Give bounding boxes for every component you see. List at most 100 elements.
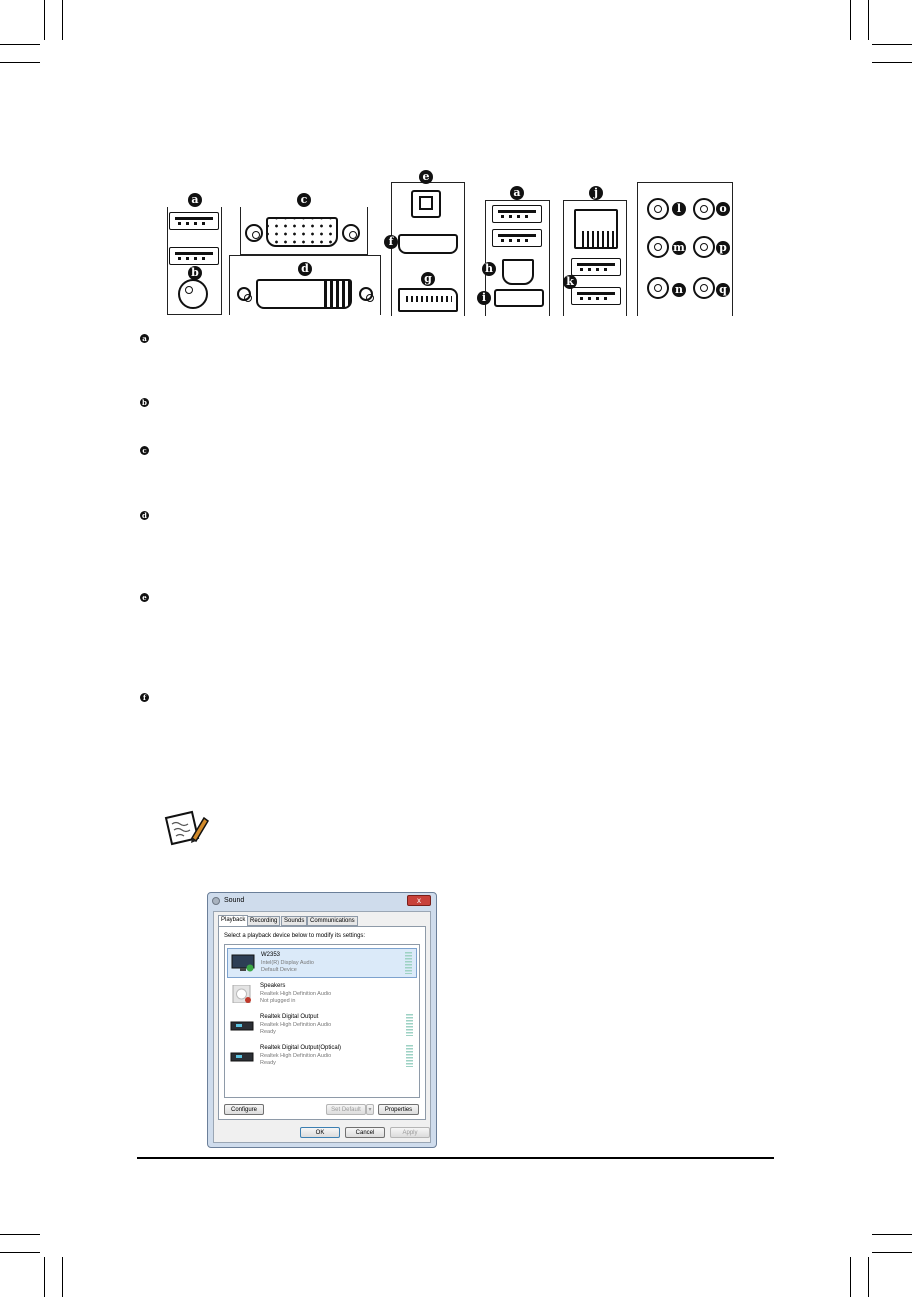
ps2-port-icon: [178, 279, 208, 309]
vga-port-icon: [266, 217, 338, 247]
audio-jack-icon: [647, 198, 669, 220]
label-a: a: [188, 193, 202, 207]
usb-port-icon: [492, 229, 542, 247]
ok-button[interactable]: OK: [300, 1127, 340, 1138]
label-d: d: [298, 262, 312, 276]
ieee1394-port-icon: [502, 259, 534, 285]
crop-mark: [872, 1234, 912, 1235]
crop-mark: [850, 1257, 851, 1297]
usb-port-icon: [492, 205, 542, 223]
device-name: Realtek Digital Output: [260, 1014, 319, 1020]
label-o: o: [716, 202, 730, 216]
crop-mark: [0, 1252, 40, 1253]
crop-mark: [868, 0, 869, 40]
close-button[interactable]: x: [407, 895, 431, 906]
crop-mark: [868, 1257, 869, 1297]
device-item[interactable]: Realtek Digital Output Realtek High Defi…: [227, 1011, 417, 1041]
section-bullet-c: c: [140, 446, 149, 455]
crop-mark: [0, 44, 40, 45]
tab-sounds[interactable]: Sounds: [281, 916, 308, 926]
tab-communications[interactable]: Communications: [307, 916, 358, 926]
device-name: W2353: [261, 952, 281, 958]
screw-icon: [342, 224, 360, 242]
crop-mark: [0, 1234, 40, 1235]
usb-port-icon: [169, 247, 219, 265]
label-l: l: [672, 202, 686, 216]
lan-port-icon: [574, 209, 618, 249]
device-driver: Realtek High Definition Audio: [260, 1053, 332, 1059]
section-bullet-e: e: [140, 593, 149, 602]
device-name: Realtek Digital Output(Optical): [260, 1045, 342, 1051]
audio-jack-icon: [693, 236, 715, 258]
optical-port-inner-icon: [419, 196, 433, 210]
screw-icon: [237, 287, 252, 302]
apply-button[interactable]: Apply: [390, 1127, 430, 1138]
level-meter: [406, 1045, 413, 1067]
label-c: c: [297, 193, 311, 207]
dialog-body: Playback Recording Sounds Communications…: [213, 911, 431, 1143]
label-p: p: [716, 241, 730, 255]
playback-page: Select a playback device below to modify…: [218, 926, 426, 1120]
dialog-title: Sound: [224, 897, 245, 904]
section-bullet-b: b: [140, 398, 149, 407]
configure-button[interactable]: Configure: [224, 1104, 264, 1115]
crop-mark: [62, 0, 63, 40]
device-item[interactable]: Realtek Digital Output(Optical) Realtek …: [227, 1042, 417, 1072]
audio-jack-icon: [693, 198, 715, 220]
usb-port-icon: [571, 258, 621, 276]
device-driver: Intel(R) Display Audio: [261, 960, 314, 966]
device-item[interactable]: Speakers Realtek High Definition Audio N…: [227, 980, 417, 1010]
audio-jack-icon: [647, 236, 669, 258]
displayport-icon: [398, 288, 458, 312]
label-k: k: [563, 275, 577, 289]
section-bullet-d: d: [140, 511, 149, 520]
tab-recording[interactable]: Recording: [247, 916, 281, 926]
esata-port-icon: [494, 289, 544, 307]
device-status: Ready: [260, 1029, 276, 1035]
instruction-text: Select a playback device below to modify…: [224, 933, 366, 939]
device-list[interactable]: W2353 Intel(R) Display Audio Default Dev…: [224, 944, 420, 1098]
properties-button[interactable]: Properties: [378, 1104, 419, 1115]
label-q: q: [716, 283, 730, 297]
device-status: Not plugged in: [260, 998, 296, 1004]
set-default-button[interactable]: Set Default: [326, 1104, 366, 1115]
device-status: Default Device: [261, 967, 297, 973]
device-item[interactable]: W2353 Intel(R) Display Audio Default Dev…: [227, 948, 417, 978]
digital-output-icon: [230, 1016, 254, 1034]
audio-jack-icon: [647, 277, 669, 299]
crop-mark: [872, 62, 912, 63]
label-i: i: [477, 291, 491, 305]
section-bullet-a: a: [140, 334, 149, 343]
label-n: n: [672, 283, 686, 297]
label-b: b: [188, 266, 202, 280]
speaker-icon: [212, 897, 220, 905]
set-default-dropdown[interactable]: ▾: [366, 1104, 374, 1115]
level-meter: [405, 952, 412, 974]
screw-icon: [359, 287, 374, 302]
footer-rule: [137, 1157, 774, 1159]
usb-port-icon: [169, 212, 219, 230]
monitor-icon: [231, 954, 255, 972]
optical-output-icon: [230, 1047, 254, 1065]
device-driver: Realtek High Definition Audio: [260, 1022, 332, 1028]
crop-mark: [44, 0, 45, 40]
crop-mark: [850, 0, 851, 40]
label-m: m: [672, 241, 686, 255]
label-e: e: [419, 170, 433, 184]
note-pencil-icon: [162, 808, 210, 848]
label-a: a: [510, 186, 524, 200]
label-f: f: [384, 235, 398, 249]
usb-port-icon: [571, 287, 621, 305]
crop-mark: [0, 62, 40, 63]
level-meter: [406, 1014, 413, 1036]
crop-mark: [872, 1252, 912, 1253]
sound-dialog: Sound x Playback Recording Sounds Commun…: [207, 892, 437, 1148]
hdmi-port-icon: [398, 234, 458, 254]
screw-icon: [245, 224, 263, 242]
optical-port-icon: [411, 190, 441, 218]
speaker-icon: [230, 984, 254, 1004]
chevron-down-icon: ▾: [368, 1107, 372, 1113]
cancel-button[interactable]: Cancel: [345, 1127, 385, 1138]
label-h: h: [482, 262, 496, 276]
device-name: Speakers: [260, 983, 286, 989]
